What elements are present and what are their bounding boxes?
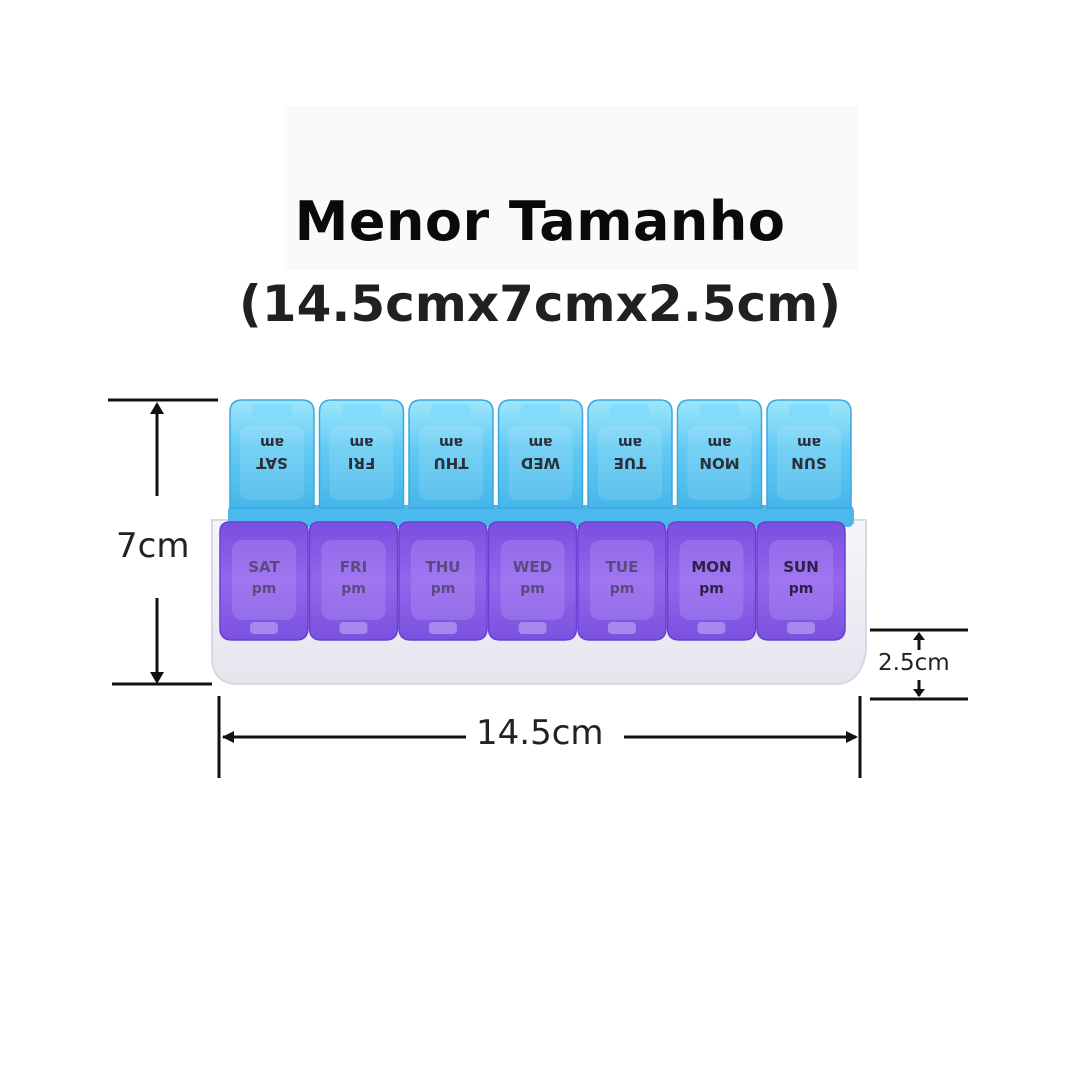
pm-label: pm	[341, 581, 366, 597]
pm-label: pm	[252, 581, 277, 597]
am-day-label: THU	[434, 454, 469, 472]
am-lid-mon[interactable]: MON am	[676, 399, 763, 509]
am-lid-thu[interactable]: THU am	[408, 399, 494, 509]
am-lid-tue[interactable]: TUE am	[587, 399, 673, 509]
depth-label: 2.5cm	[878, 650, 950, 676]
width-dimension	[217, 696, 862, 778]
pm-day-label: MON	[691, 558, 731, 576]
pm-label: pm	[789, 581, 814, 597]
pm-day-label: TUE	[606, 558, 639, 576]
pm-day-label: FRI	[340, 558, 367, 576]
am-label: am	[349, 434, 373, 450]
pm-day-label: SAT	[248, 558, 280, 576]
pm-label: pm	[610, 581, 635, 597]
height-label: 7cm	[116, 522, 190, 570]
am-label: am	[439, 434, 463, 450]
page-title: Menor Tamanho	[294, 190, 786, 253]
am-day-label: WED	[521, 454, 560, 472]
am-day-label: SUN	[791, 454, 827, 472]
am-label: am	[618, 434, 642, 450]
pm-lid-sat[interactable]: SAT pm	[219, 521, 309, 641]
am-lid-sat[interactable]: SAT am	[229, 399, 315, 509]
am-day-label: FRI	[348, 454, 375, 472]
width-label: 14.5cm	[468, 713, 612, 753]
pm-lid-mon[interactable]: MON pm	[666, 521, 757, 641]
pm-day-label: SUN	[783, 558, 819, 576]
pm-day-label: WED	[513, 558, 552, 576]
page-subtitle: (14.5cmx7cmx2.5cm)	[238, 275, 842, 333]
pm-label: pm	[431, 581, 456, 597]
am-label: am	[797, 434, 821, 450]
pm-lid-tue[interactable]: TUE pm	[577, 521, 667, 641]
am-day-label: SAT	[255, 454, 287, 472]
height-dimension	[108, 398, 218, 686]
pm-label: pm	[699, 581, 724, 597]
pm-lid-row: SAT pm FRI pm THU pm WED pm TUE pm MON pm SUN pm	[219, 521, 846, 641]
pm-lid-thu[interactable]: THU pm	[398, 521, 488, 641]
am-day-label: MON	[699, 454, 739, 472]
pm-day-label: THU	[426, 558, 461, 576]
title-panel	[284, 106, 858, 270]
am-lid-sun[interactable]: SUN am	[766, 399, 852, 509]
am-label: am	[707, 434, 731, 450]
pm-lid-wed[interactable]: WED pm	[487, 521, 578, 641]
am-label: am	[528, 434, 552, 450]
pm-lid-sun[interactable]: SUN pm	[756, 521, 846, 641]
pm-lid-fri[interactable]: FRI pm	[308, 521, 399, 641]
depth-dimension	[870, 628, 968, 701]
am-label: am	[260, 434, 284, 450]
pm-label: pm	[520, 581, 545, 597]
am-day-label: TUE	[614, 454, 647, 472]
am-lid-wed[interactable]: WED am	[497, 399, 584, 509]
am-lid-fri[interactable]: FRI am	[318, 399, 405, 509]
